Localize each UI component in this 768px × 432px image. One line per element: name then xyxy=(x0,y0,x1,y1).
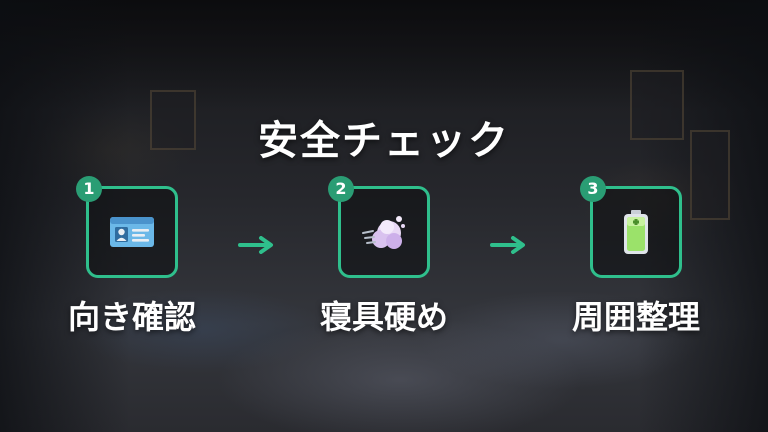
battery-icon xyxy=(611,207,661,257)
id-card-icon xyxy=(107,207,157,257)
step-frame xyxy=(338,186,430,278)
step-label-3: 周囲整理 xyxy=(571,298,700,336)
step-label-1: 向き確認 xyxy=(67,298,196,336)
step-number-badge: 3 xyxy=(580,176,606,202)
page-title: 安全チェック xyxy=(258,118,510,164)
background-picture-frame xyxy=(150,90,196,150)
step-card-1: 1 xyxy=(76,176,178,278)
background-picture-frame xyxy=(630,70,684,140)
step-card-3: 3 xyxy=(580,176,682,278)
soft-puff-icon xyxy=(359,207,409,257)
step-number-badge: 2 xyxy=(328,176,354,202)
arrow-right-icon xyxy=(490,236,526,254)
step-card-2: 2 xyxy=(328,176,430,278)
step-label-2: 寝具硬め xyxy=(319,298,448,336)
step-number-badge: 1 xyxy=(76,176,102,202)
arrow-right-icon xyxy=(238,236,274,254)
background-picture-frame xyxy=(690,130,730,220)
